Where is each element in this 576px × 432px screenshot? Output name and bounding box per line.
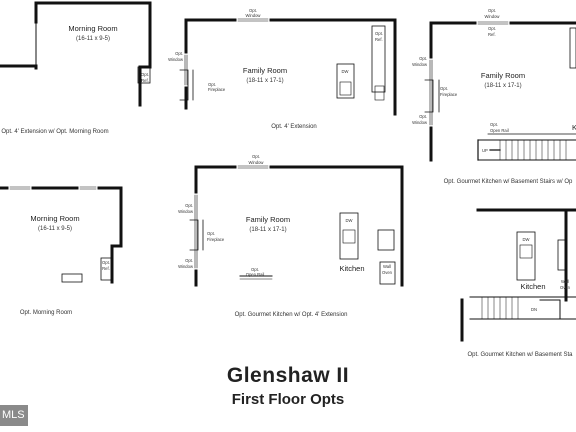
p2-fireplace-1: Opt. <box>208 82 216 87</box>
p3-fireplace-2: Fireplace <box>440 92 458 97</box>
p2-window-side-1: Opt. <box>175 51 183 56</box>
p5-window-side-3: Opt. <box>185 258 193 263</box>
p3-fireplace-1: Opt. <box>440 86 448 91</box>
p3-kitchen-label: K <box>572 123 576 132</box>
p2-window-side-2: Window <box>168 57 184 62</box>
p3-rail-2: Open Rail <box>490 128 509 133</box>
p5-room-label: Family Room <box>246 215 290 224</box>
p6-kitchen-label: Kitchen <box>520 282 545 291</box>
p2-ref-1: Opt. <box>375 31 383 36</box>
p6-dw-label: DW <box>523 237 530 242</box>
p3-rail-1: Opt. <box>490 122 498 127</box>
p4-dims-label: (16-11 x 9-5) <box>38 226 72 232</box>
p4-room-label: Morning Room <box>30 214 79 223</box>
p5-rail-2: Open Rail <box>246 272 265 277</box>
p5-dw-label: DW <box>346 218 353 223</box>
p5-window-side-2: Window <box>178 209 194 214</box>
p5-oven-2: Oven <box>382 270 393 275</box>
p6-stairs-down: DN <box>531 307 537 312</box>
p2-caption: Opt. 4' Extension <box>271 124 317 130</box>
p5-window-top-1: Opt. <box>252 154 260 159</box>
plan-gourmet-kitchen-basement-stairs-2 <box>460 208 576 342</box>
p3-ref-1: Opt. <box>488 26 496 31</box>
mls-watermark: MLS <box>0 405 28 426</box>
p3-dims-label: (18-11 x 17-1) <box>484 83 521 89</box>
plan-morning-room <box>0 186 123 284</box>
p5-kitchen-label: Kitchen <box>339 264 364 273</box>
p5-fireplace-1: Opt. <box>207 231 215 236</box>
p4-ref-2: Ref. <box>102 266 110 271</box>
p3-window-side-4: Window <box>412 120 428 125</box>
p6-caption: Opt. Gourmet Kitchen w/ Basement Sta <box>467 352 573 358</box>
plan-subtitle: First Floor Opts <box>231 391 345 408</box>
p3-caption: Opt. Gourmet Kitchen w/ Basement Stairs … <box>444 179 573 185</box>
p3-ref-2: Ref. <box>488 32 496 37</box>
p2-dims-label: (18-11 x 17-1) <box>246 78 283 84</box>
p3-room-label: Family Room <box>481 71 525 80</box>
p5-oven-1: Wall <box>383 264 391 269</box>
p3-window-side-3: Opt. <box>419 114 427 119</box>
p2-dw-label: DW <box>342 69 349 74</box>
plan-family-room-extension <box>179 18 397 116</box>
plan-gourmet-kitchen-basement-stairs <box>424 21 576 162</box>
p5-fireplace-2: Fireplace <box>207 237 225 242</box>
p6-oven-2: Oven <box>560 285 571 290</box>
p3-window-top-2: Window <box>485 14 501 19</box>
p3-window-top-1: Opt. <box>488 8 496 13</box>
p3-window-side-2: Window <box>412 62 428 67</box>
p1-room-label: Morning Room <box>68 24 117 33</box>
plan-morning-room-extension <box>0 1 152 107</box>
p3-window-side-1: Opt. <box>419 56 427 61</box>
p2-fireplace-2: Fireplace <box>208 87 226 92</box>
p5-rail-1: Opt. <box>251 267 259 272</box>
p3-stairs-up: UP <box>482 148 488 153</box>
p1-dims-label: (16-11 x 9-5) <box>76 36 110 42</box>
p5-window-side-4: Window <box>178 264 194 269</box>
plan-title: Glenshaw II <box>226 364 350 387</box>
p4-caption: Opt. Morning Room <box>20 310 72 316</box>
p2-room-label: Family Room <box>243 66 287 75</box>
p5-caption: Opt. Gourmet Kitchen w/ Opt. 4' Extensio… <box>235 312 348 318</box>
p2-ref-2: Ref. <box>375 37 383 42</box>
p1-ref-label: Ref. <box>141 78 149 83</box>
p2-window-top-1: Opt. <box>249 8 257 13</box>
plan-gourmet-kitchen-extension <box>189 165 404 287</box>
p5-window-side-1: Opt. <box>185 203 193 208</box>
p5-window-top-2: Window <box>249 160 265 165</box>
p1-ref-opt: Opt. <box>141 72 149 77</box>
p4-ref-1: Opt. <box>102 260 110 265</box>
p1-caption: Opt. 4' Extension w/ Opt. Morning Room <box>1 129 108 135</box>
p5-dims-label: (18-11 x 17-1) <box>249 227 286 233</box>
p6-oven-1: Wall <box>561 279 569 284</box>
p2-window-top-2: Window <box>246 13 262 18</box>
